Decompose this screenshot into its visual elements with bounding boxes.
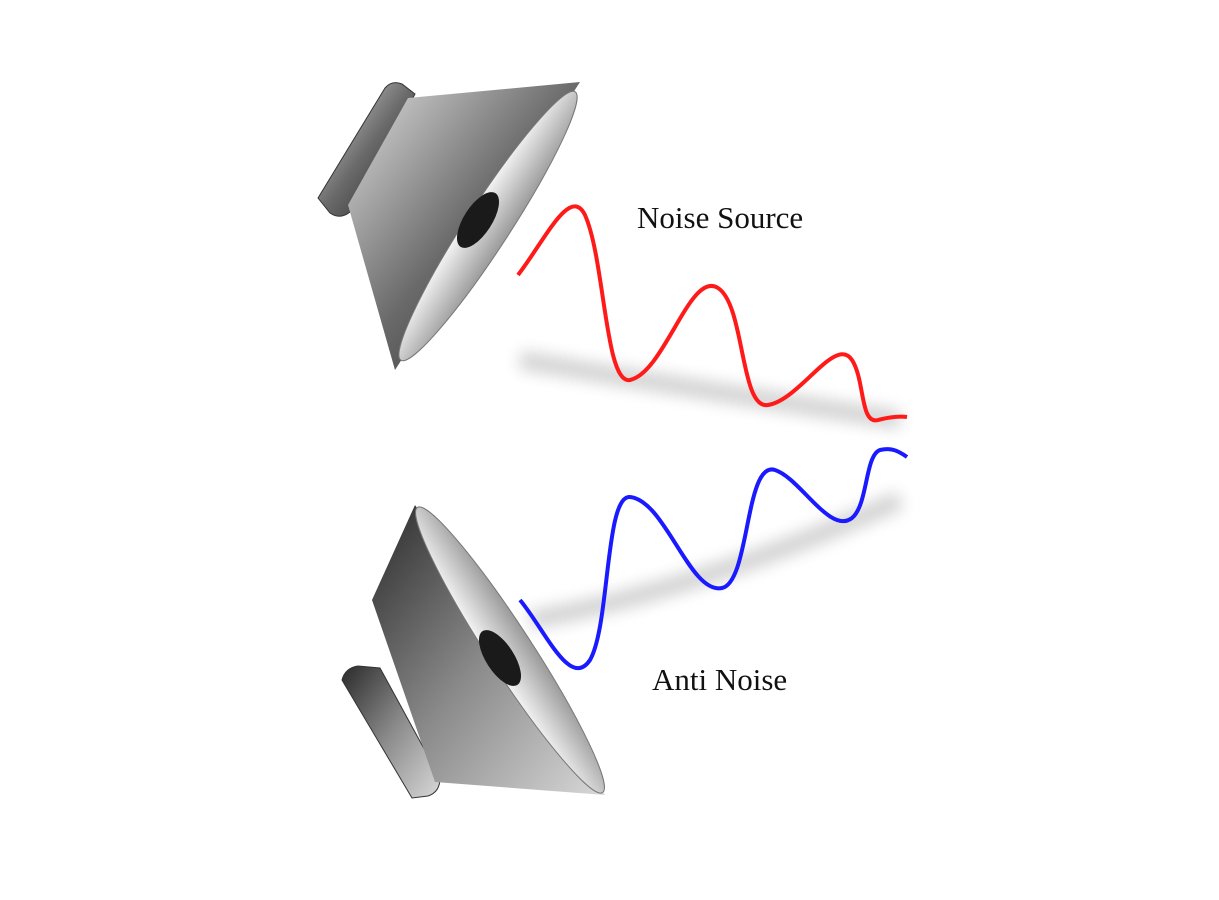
noise-source-label: Noise Source (637, 200, 803, 235)
top-speaker-icon (317, 82, 580, 370)
anti-noise-wave (518, 447, 909, 671)
anti-noise-label: Anti Noise (652, 662, 787, 697)
noise-wave (516, 204, 908, 423)
bottom-speaker-icon (341, 505, 605, 799)
